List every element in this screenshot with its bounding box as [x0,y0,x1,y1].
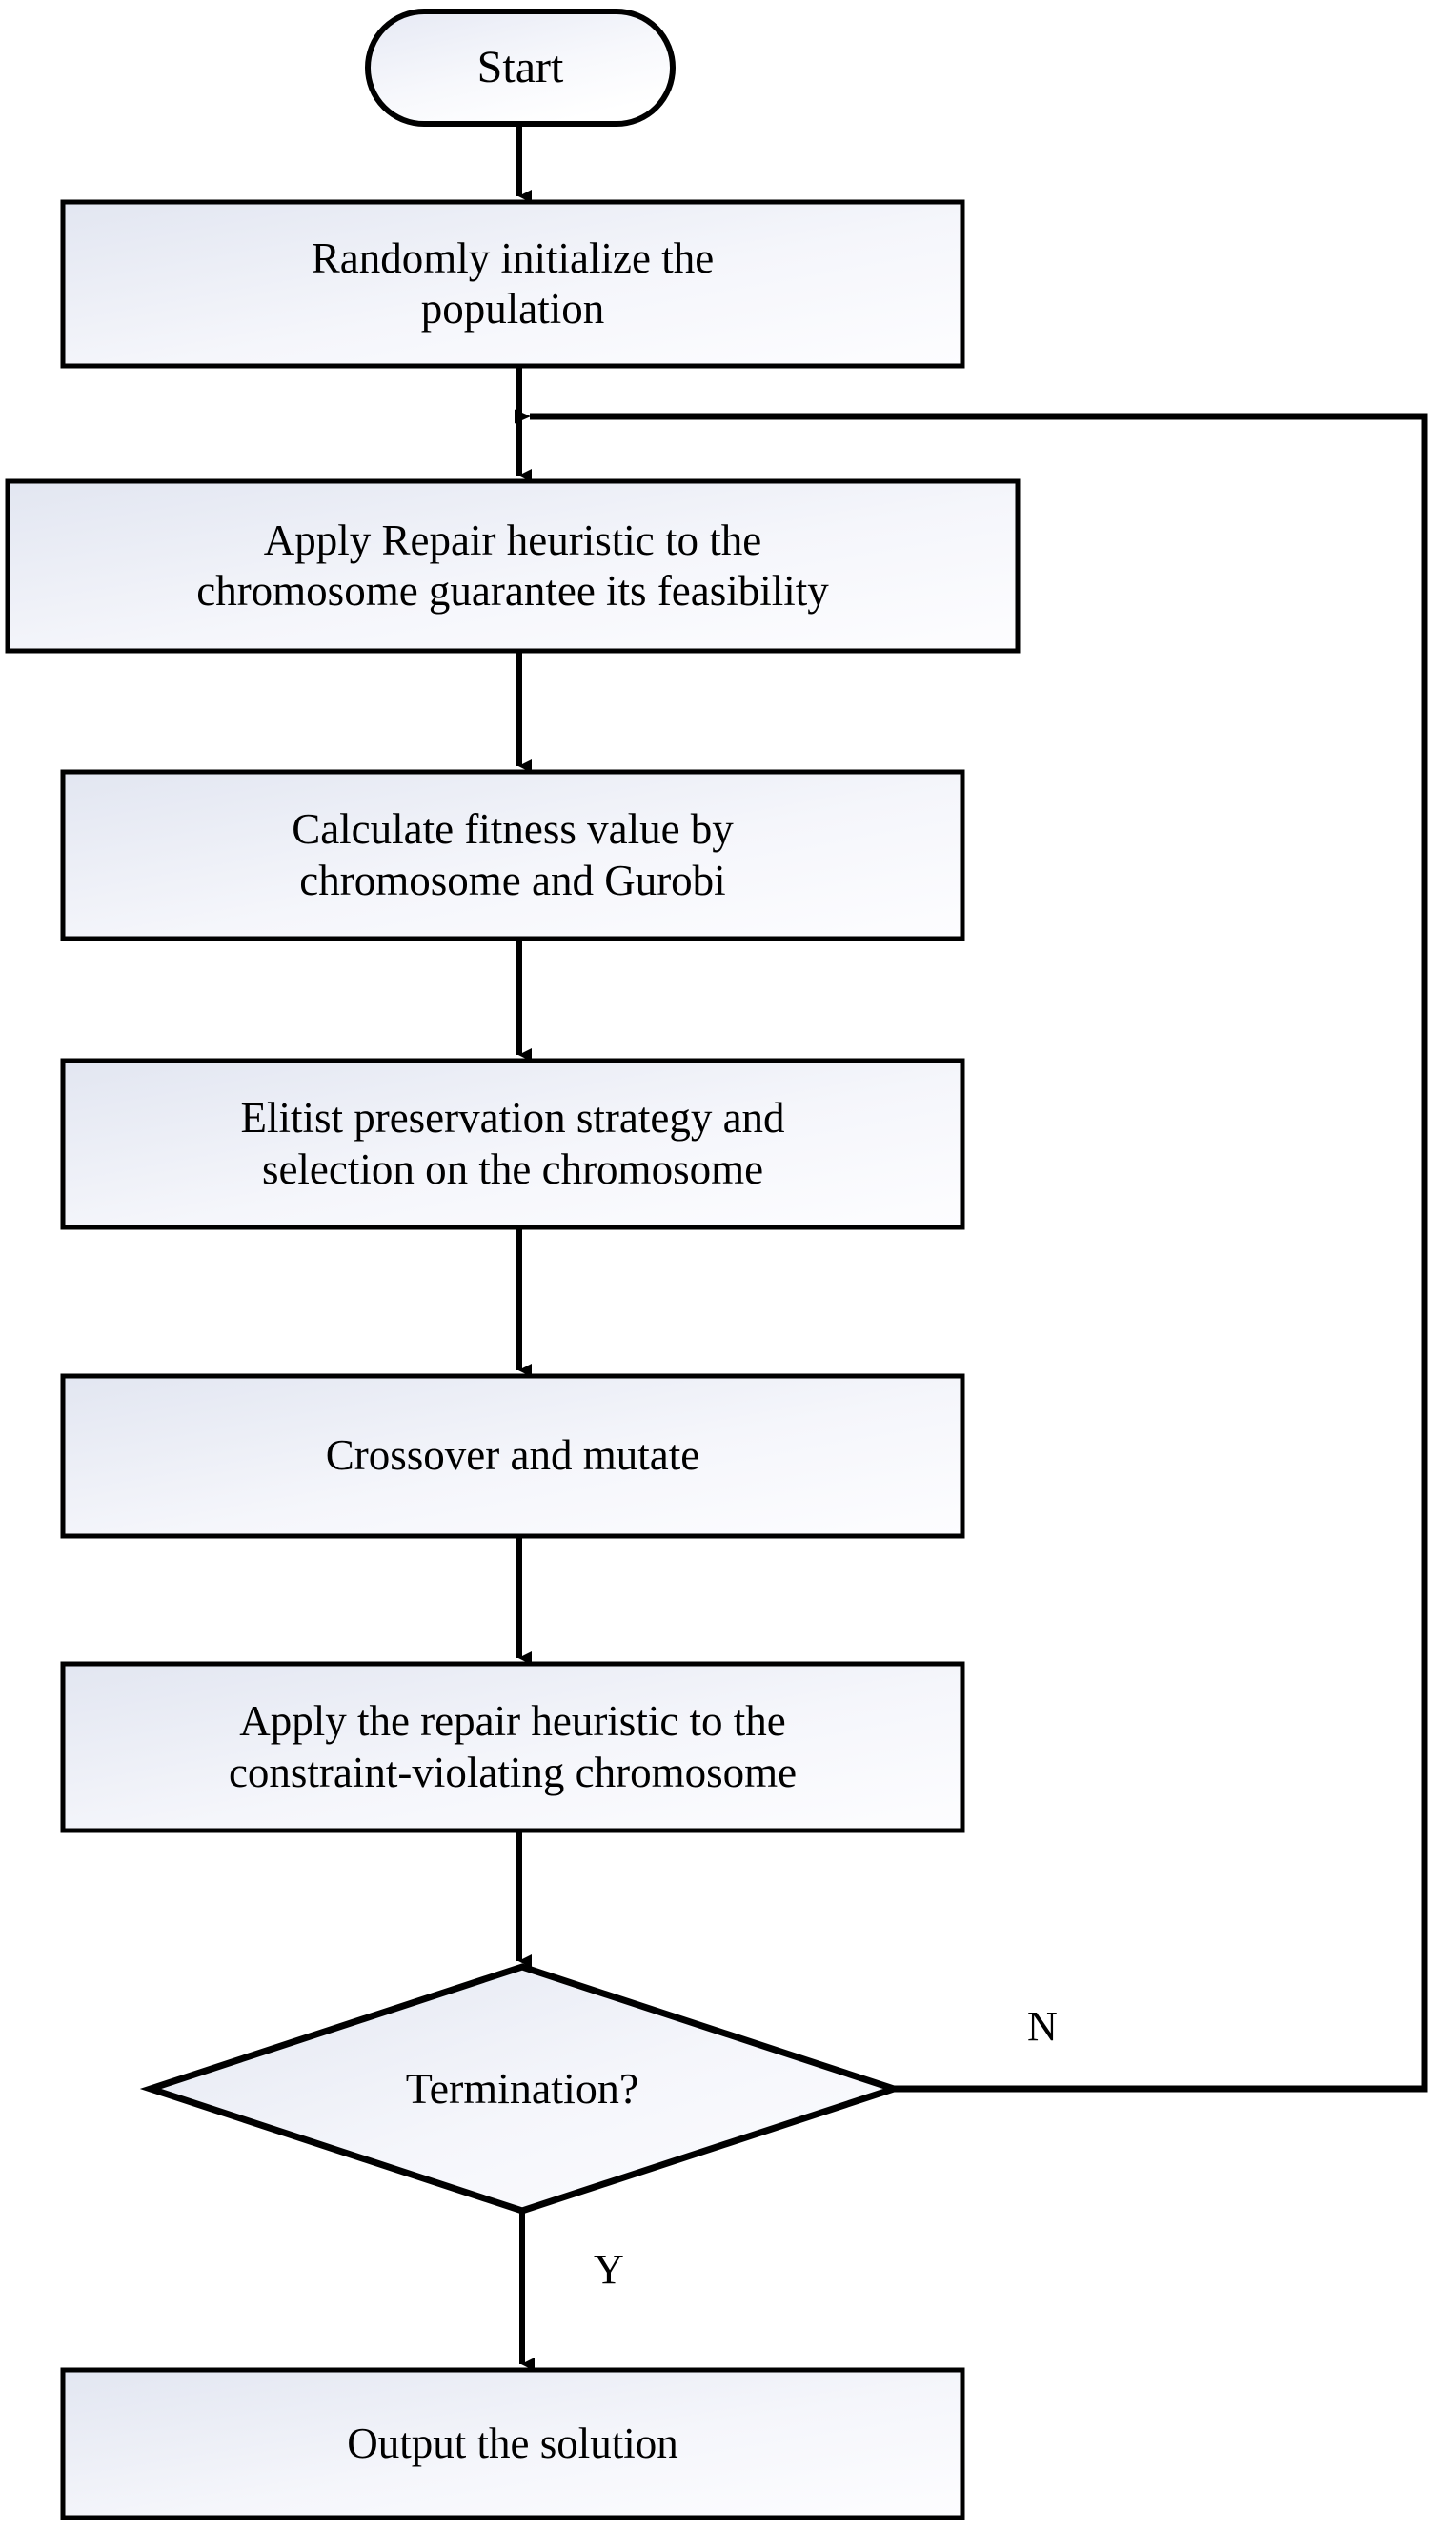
node-elitist-shape [60,1058,965,1230]
node-repair2-shape [60,1661,965,1833]
edge-label-yes: Y [594,2246,624,2293]
node-crossover-shape [60,1373,965,1539]
edge-label-no: N [1027,2003,1058,2050]
node-output-shape [60,2367,965,2520]
node-fitness-shape [60,769,965,941]
node-init-shape [60,199,965,369]
node-start-shape [365,9,676,127]
node-repair1-shape [5,478,1021,654]
node-termination-shape [139,1963,905,2215]
edge-termination-no-loop [530,413,1428,2093]
